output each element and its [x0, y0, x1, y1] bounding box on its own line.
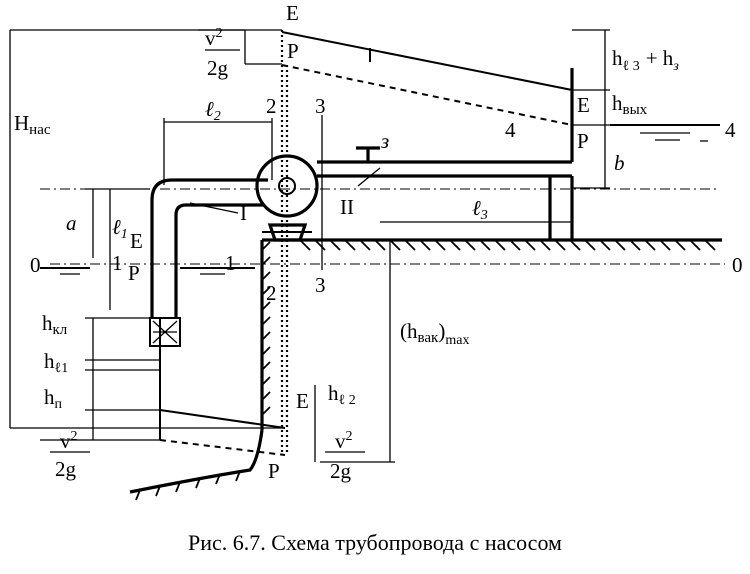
label-valve-z: з	[380, 129, 389, 153]
pump	[255, 154, 319, 242]
strainer-valve	[149, 317, 181, 347]
label-h-kl: hкл	[42, 311, 68, 338]
label-v2-top: v2	[205, 26, 223, 50]
label-h-vak-max: (hвак)max	[400, 319, 469, 348]
ground-surface	[262, 238, 722, 251]
label-2g-top: 2g	[207, 56, 229, 80]
label-h-vyh: hвых	[612, 91, 648, 118]
label-P-bottom: P	[268, 459, 280, 483]
label-P-top: P	[287, 39, 299, 63]
label-level-4-right: 4	[725, 118, 736, 142]
label-hl3-hz: hℓ 3+ hз	[612, 46, 679, 74]
label-P-left: P	[128, 261, 140, 285]
label-b: b	[614, 151, 625, 175]
label-hl2: hℓ 2	[328, 381, 356, 408]
label-2g-bottom-right: 2g	[330, 459, 352, 483]
label-one-right: 1	[225, 251, 236, 275]
label-E-bottom: E	[296, 389, 309, 413]
label-l1: ℓ1	[112, 215, 128, 242]
label-hl1: hℓ1	[44, 349, 68, 376]
reservoir-water-surface	[610, 124, 720, 142]
label-v2-bottom-right: v2	[335, 429, 353, 453]
well-water-surface	[40, 267, 255, 275]
label-P-right: P	[577, 129, 589, 153]
dimension-lines	[9, 29, 610, 463]
suction-pipe	[149, 178, 268, 440]
label-E-top: E	[286, 1, 299, 25]
well-wall	[129, 240, 271, 501]
label-l2: ℓ2	[205, 97, 221, 124]
label-v2-bottom-left: v2	[60, 429, 78, 453]
discharge-pipe	[317, 68, 574, 240]
label-section-2-bottom: 2	[266, 281, 277, 305]
label-2g-bottom-left: 2g	[55, 457, 77, 481]
piezometric-line	[281, 64, 573, 126]
label-I: I	[240, 201, 247, 225]
label-a: a	[66, 211, 77, 235]
label-section-2-top: 2	[266, 94, 277, 118]
label-level-4-mid: 4	[505, 118, 516, 142]
label-E-right: E	[577, 93, 590, 117]
label-E-left: E	[130, 229, 143, 253]
label-hn: hп	[44, 385, 63, 412]
label-zero-left: 0	[30, 253, 41, 277]
energy-line	[281, 31, 573, 91]
label-section-3-bottom: 3	[315, 273, 326, 297]
figure-caption: Рис. 6.7. Схема трубопровода с насосом	[188, 530, 562, 555]
label-H-nas: Hнас	[14, 111, 51, 138]
label-section-3-top: 3	[315, 94, 326, 118]
label-l3: ℓ3	[472, 196, 488, 223]
label-II: II	[340, 195, 354, 219]
label-one-left: 1	[112, 251, 123, 275]
label-zero-right: 0	[732, 253, 743, 277]
